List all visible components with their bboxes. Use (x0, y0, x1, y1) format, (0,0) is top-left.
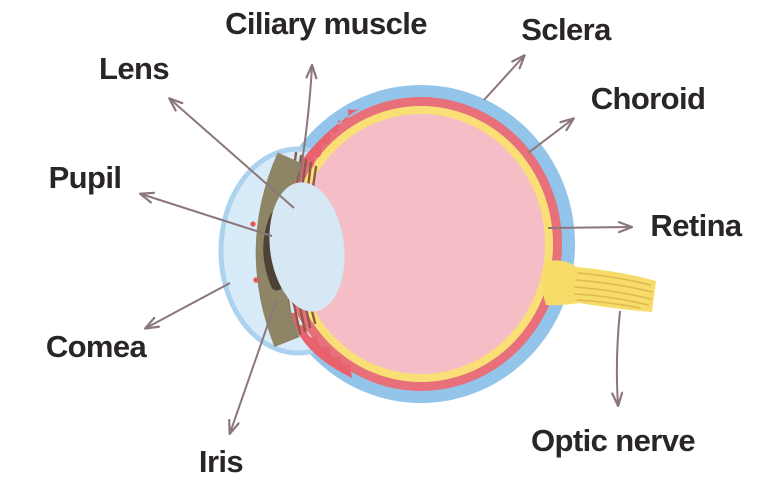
arrow-lens (170, 99, 295, 209)
label-lens: Lens (99, 51, 170, 86)
label-sclera: Sclera (521, 12, 611, 47)
arrow-choroid (527, 119, 573, 154)
arrow-optic-nerve (617, 310, 620, 405)
arrow-sclera (483, 56, 524, 101)
iris-red-dot (253, 277, 259, 283)
label-choroid: Choroid (590, 81, 706, 116)
label-optic-nerve: Optic nerve (531, 423, 696, 458)
arrow-retina (547, 227, 631, 228)
vitreous-shape (297, 114, 545, 374)
arrow-pupil (141, 194, 273, 237)
optic-nerve-shape (542, 260, 656, 312)
iris-red-dot (250, 221, 256, 227)
label-retina: Retina (650, 208, 742, 243)
label-cornea: Comea (45, 329, 147, 364)
pointer-arrows (141, 56, 631, 433)
label-pupil: Pupil (48, 160, 122, 195)
label-ciliary-muscle: Ciliary muscle (225, 6, 427, 41)
lens-shape (269, 182, 345, 312)
arrow-iris (230, 300, 277, 433)
arrow-cornea (146, 282, 231, 328)
ciliary-muscle-lower-shape (281, 276, 352, 378)
arrow-ciliary-muscle (298, 66, 312, 183)
label-iris: Iris (198, 444, 244, 479)
optic-nerve-fibers (574, 272, 653, 309)
